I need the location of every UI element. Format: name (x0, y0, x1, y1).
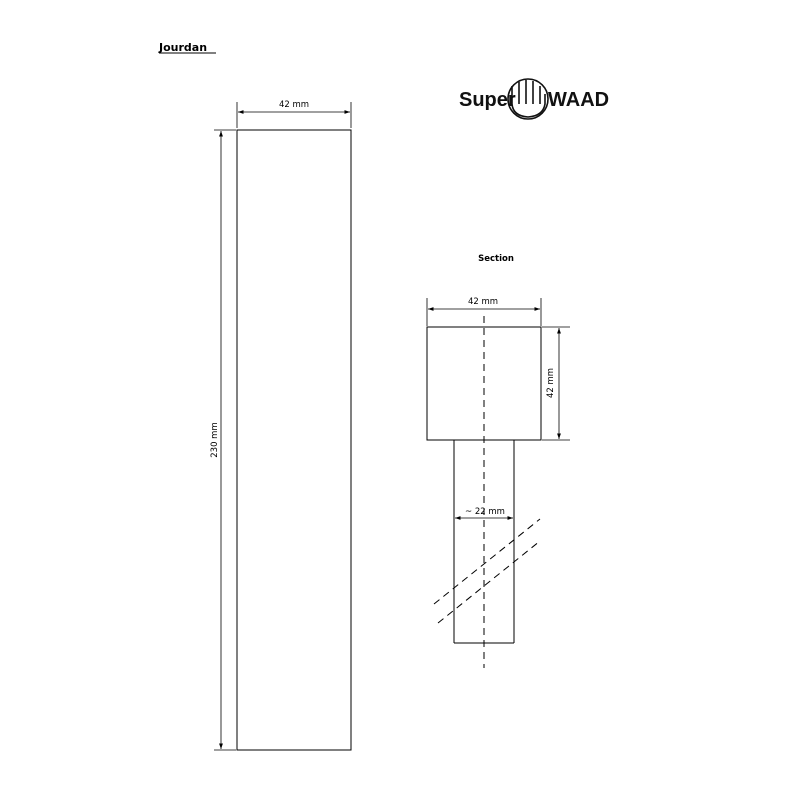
logo-text-left: Super (459, 89, 516, 111)
front-height-label: 230 mm (210, 422, 220, 458)
head-height-label: 42 mm (546, 368, 556, 398)
section-view: Section 42 mm 42 mm ~ 22 mm (426, 254, 570, 668)
break-line-upper (433, 518, 541, 605)
front-view: 42 mm 230 mm (210, 100, 352, 751)
page-title: Jourdan (158, 41, 207, 54)
hand-circle-icon (507, 78, 549, 120)
brand-logo: Super WAAD (459, 78, 609, 120)
front-view-outline (236, 129, 352, 751)
shaft-width-label: ~ 22 mm (465, 507, 505, 517)
front-width-label: 42 mm (279, 100, 309, 110)
section-title: Section (478, 254, 514, 264)
logo-text-right: WAAD (548, 89, 609, 111)
break-line-lower (437, 540, 541, 624)
head-width-label: 42 mm (468, 297, 498, 307)
